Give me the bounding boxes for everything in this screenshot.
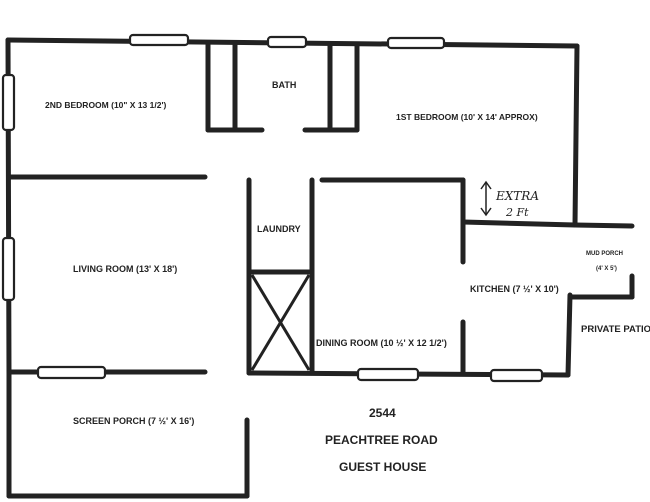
window-top-left bbox=[128, 33, 190, 47]
window-top-bath bbox=[266, 35, 308, 49]
outer-walls bbox=[5, 37, 580, 378]
address-street: PEACHTREE ROAD bbox=[325, 433, 438, 447]
mudporch-label: MUD PORCH bbox=[586, 251, 623, 257]
kitchen-label: KITCHEN (7 ½' X 10') bbox=[470, 284, 559, 294]
laundry-x-box bbox=[250, 274, 311, 371]
wall-right-lower bbox=[565, 292, 573, 378]
dining-label: DINING ROOM (10 ½' X 12 1/2') bbox=[316, 338, 447, 348]
extra-arrow bbox=[480, 180, 492, 217]
window-bottom-kitchen bbox=[489, 368, 544, 383]
screenporch-label: SCREEN PORCH (7 ½' X 16') bbox=[73, 416, 194, 426]
address-number: 2544 bbox=[369, 406, 396, 420]
extra-annotation-line1: EXTRA bbox=[495, 189, 539, 203]
window-bottom-living bbox=[36, 365, 107, 380]
wall-right-upper bbox=[572, 43, 580, 228]
living-label: LIVING ROOM (13' X 18') bbox=[73, 264, 177, 274]
window-bottom-dining bbox=[356, 367, 420, 382]
mudporch-size: (4' X 5') bbox=[596, 266, 617, 272]
bath-label: BATH bbox=[272, 80, 296, 90]
wall-kitchen-extension bbox=[460, 219, 578, 228]
interior-walls bbox=[6, 41, 635, 499]
wall-mudporch-top bbox=[572, 222, 635, 229]
patio-label: PRIVATE PATIO bbox=[581, 324, 650, 335]
windows bbox=[1, 33, 544, 383]
window-left-bedroom bbox=[1, 73, 16, 132]
window-top-right bbox=[386, 36, 446, 50]
bedroom2-label: 2ND BEDROOM (10" X 13 1/2') bbox=[45, 100, 166, 110]
address-name: GUEST HOUSE bbox=[339, 460, 426, 474]
window-left-living bbox=[1, 236, 16, 302]
extra-annotation-line2: 2 Ft bbox=[505, 206, 529, 219]
laundry-label: LAUNDRY bbox=[257, 224, 301, 234]
bedroom1-label: 1ST BEDROOM (10' X 14' APPROX) bbox=[396, 112, 538, 122]
